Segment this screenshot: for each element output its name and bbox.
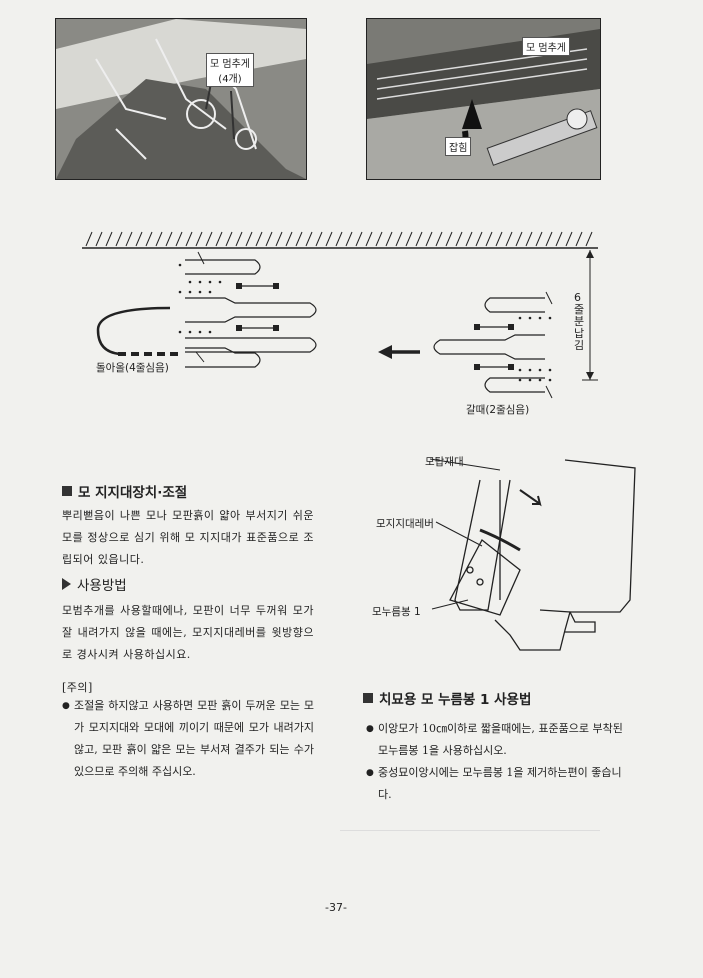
caution-title: [주의] xyxy=(62,681,93,694)
bleed-through xyxy=(340,830,600,881)
usage-text: 모범추개를 사용할때에나, 모판이 너무 두꺼워 모가 잘 내려가지 않을 때에… xyxy=(62,604,314,661)
bullet-dot-icon: ● xyxy=(366,768,374,778)
press-rod-label: 모누름봉 1 xyxy=(372,606,421,618)
press-bullets: ●이앙모가 10㎝이하로 짧을때에는, 표준품으로 부착된 모누름봉 1을 사용… xyxy=(366,718,628,806)
support-lever-label: 모지지대레버 xyxy=(376,518,434,530)
photo-seedling-stopper-left: 모 멈추게 (4개) xyxy=(55,18,307,180)
list-item: ●이앙모가 10㎝이하로 짧을때에는, 표준품으로 부착된 모누름봉 1을 사용… xyxy=(366,718,628,762)
planting-pattern-diagram xyxy=(82,231,598,399)
seedling-tray-label: 모탑재대 xyxy=(425,456,464,468)
list-item: ●중성묘이앙시에는 모누름봉 1을 제거하는편이 좋습니다. xyxy=(366,762,628,806)
six-row-span-label: 6줄분납김 xyxy=(574,291,585,352)
triangle-bullet-icon xyxy=(62,578,71,590)
stopper-label: 모 멈추게 xyxy=(522,37,570,56)
go-label: 갈때(2줄심음) xyxy=(466,404,530,416)
return-label: 돌아올(4줄심음) xyxy=(96,362,169,374)
square-bullet-icon xyxy=(62,486,72,496)
usage-subtitle: 사용방법 xyxy=(62,574,127,594)
bullet-dot-icon: ● xyxy=(366,724,374,734)
machine-photo-graphic xyxy=(56,19,306,179)
page-number: -37- xyxy=(325,901,347,914)
section-title-press: 치묘용 모 누름봉 1 사용법 xyxy=(363,688,531,708)
section-title-support: 모 지지대장치·조절 xyxy=(62,481,187,501)
support-lever-diagram xyxy=(429,458,636,651)
stopper-label: 모 멈추게 (4개) xyxy=(206,53,254,87)
caution-text: ●조절을 하지않고 사용하면 모판 흙이 두꺼운 모는 모가 모지지대와 모대에… xyxy=(62,695,314,783)
support-description: 뿌리뻗음이 나쁜 모나 모판흙이 얇아 부서지기 쉬운 모를 정상으로 심기 위… xyxy=(62,509,314,566)
hold-label: 잡힘 xyxy=(445,137,472,156)
photo-seedling-stopper-right: 모 멈추게 잡힘 xyxy=(366,18,601,180)
square-bullet-icon xyxy=(363,693,373,703)
bullet-dot-icon: ● xyxy=(62,701,70,711)
